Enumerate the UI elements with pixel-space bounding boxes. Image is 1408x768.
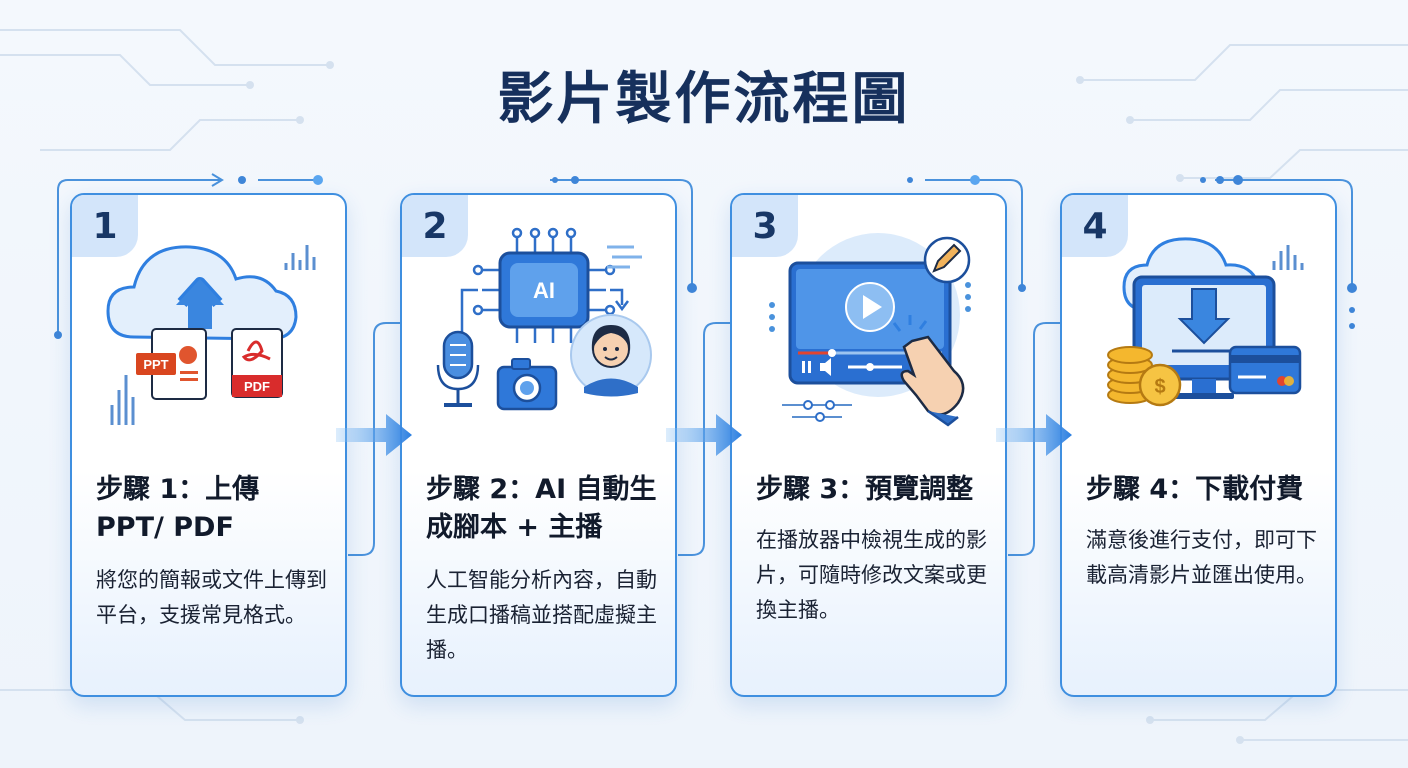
upload-cloud-icon: PPT PDF — [106, 245, 316, 425]
download-payment-icon: $ — [1107, 237, 1304, 407]
step-description: 人工智能分析內容，自動生成口播稿並搭配虛擬主播。 — [426, 568, 657, 662]
svg-text:$: $ — [1154, 376, 1165, 398]
page-title: 影片製作流程圖 — [497, 67, 911, 132]
flow-arrow-icon — [336, 414, 412, 456]
step-title: 步驟 1：上傳 PPT/ PDF — [96, 474, 260, 543]
flow-arrow-icon — [666, 414, 742, 456]
step-number-badge: 4 — [1062, 195, 1128, 257]
pdf-file-label: PDF — [244, 379, 270, 394]
step-number-badge: 2 — [402, 195, 468, 257]
step-title: 步驟 2：AI 自動生成腳本 + 主播 — [426, 474, 657, 543]
step-description: 將您的簡報或文件上傳到平台，支援常見格式。 — [96, 568, 327, 627]
ppt-file-label: PPT — [143, 357, 168, 372]
step-card-4: 4 $ 步驟 4：下載付費 滿意後進行支付，即可下載高清影片並匯出使用。 — [1060, 193, 1337, 697]
step-card-3: 3 步驟 3：預覽調整 在播放器中檢視生成的影片，可隨時修改文案或更換主播。 — [730, 193, 1007, 697]
flow-arrow-icon — [996, 414, 1072, 456]
step-description: 在播放器中檢視生成的影片，可隨時修改文案或更換主播。 — [756, 528, 987, 622]
step-number-badge: 1 — [72, 195, 138, 257]
step-card-2: 2 AI — [400, 193, 677, 697]
ai-chip-icon: AI — [436, 227, 652, 411]
step-title: 步驟 3：預覽調整 — [756, 474, 974, 505]
step-description: 滿意後進行支付，即可下載高清影片並匯出使用。 — [1086, 528, 1317, 587]
ai-chip-label: AI — [533, 278, 555, 303]
step-number-badge: 3 — [732, 195, 798, 257]
step-card-1: 1 PPT PDF 步驟 1：上傳 PPT/ PDF 將您的簡報或文件上傳到平台… — [70, 193, 347, 697]
video-player-icon — [769, 233, 971, 427]
step-title: 步驟 4：下載付費 — [1086, 474, 1304, 505]
